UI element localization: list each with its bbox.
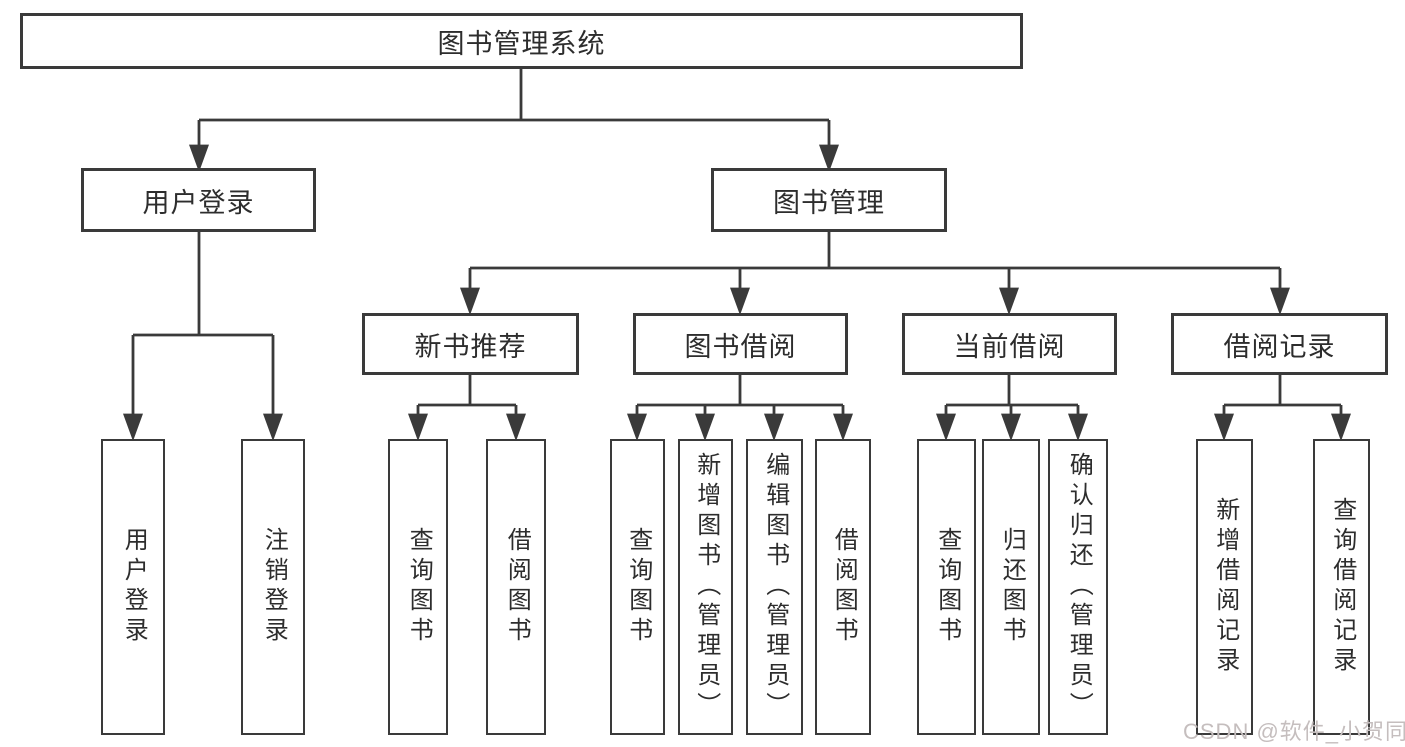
csdn-watermark: CSDN @软件_小贺同学 xyxy=(1183,719,1405,744)
leaf-label: 借阅图书 xyxy=(830,527,858,647)
node-system-root: 图书管理系统 xyxy=(20,13,1023,69)
node-current-borrow: 当前借阅 xyxy=(902,313,1117,375)
connector-user-login-to-leaves xyxy=(123,232,283,442)
connector-line xyxy=(416,375,518,435)
arrowhead-icon xyxy=(263,413,283,442)
leaf-logout: 注销登录 xyxy=(241,439,305,735)
leaf-label: 编辑图书（管理员） xyxy=(761,452,789,722)
leaf-label: 查询图书 xyxy=(933,527,961,647)
connector-borrow-record-to-leaves xyxy=(1214,375,1351,442)
node-new-book-recommend: 新书推荐 xyxy=(362,313,579,375)
leaf-label: 用户登录 xyxy=(120,527,148,647)
leaf-label: 新增图书（管理员） xyxy=(692,452,720,722)
leaf-label: 新增借阅记录 xyxy=(1211,497,1239,677)
node-label: 图书管理系统 xyxy=(437,28,606,59)
connector-new-book-to-leaves xyxy=(408,375,526,442)
leaf-confirm-return-admin: 确认归还（管理员） xyxy=(1048,439,1108,735)
connector-line xyxy=(944,375,1080,435)
leaf-label: 借阅图书 xyxy=(503,527,531,647)
arrowhead-icon xyxy=(189,144,209,173)
node-label: 用户登录 xyxy=(142,187,255,218)
leaf-borrow-book: 借阅图书 xyxy=(815,439,871,735)
node-label: 图书借阅 xyxy=(684,331,797,362)
arrowhead-icon xyxy=(1331,413,1351,442)
connector-root-to-level2 xyxy=(189,69,839,173)
connector-line xyxy=(1222,375,1343,435)
leaf-label: 确认归还（管理员） xyxy=(1065,452,1093,722)
node-borrow-record: 借阅记录 xyxy=(1171,313,1388,375)
node-label: 当前借阅 xyxy=(953,331,1066,362)
leaf-label: 查询借阅记录 xyxy=(1328,497,1356,677)
node-book-management: 图书管理 xyxy=(711,168,947,232)
connector-line xyxy=(468,232,1282,309)
connector-book-management-to-level3 xyxy=(460,232,1290,316)
arrowhead-icon xyxy=(1068,413,1088,442)
leaf-query-book-current: 查询图书 xyxy=(917,439,976,735)
arrowhead-icon xyxy=(1270,287,1290,316)
arrowhead-icon xyxy=(1001,413,1021,442)
leaf-label: 归还图书 xyxy=(998,527,1026,647)
leaf-label: 查询图书 xyxy=(624,527,652,647)
leaf-query-borrow-record: 查询借阅记录 xyxy=(1313,439,1370,735)
node-user-login: 用户登录 xyxy=(81,168,316,232)
connector-book-borrow-to-leaves xyxy=(627,375,853,442)
connector-current-borrow-to-leaves xyxy=(936,375,1088,442)
arrowhead-icon xyxy=(627,413,647,442)
leaf-label: 注销登录 xyxy=(260,527,288,647)
leaf-borrow-book-recommend: 借阅图书 xyxy=(486,439,546,735)
connector-line xyxy=(131,232,275,435)
arrowhead-icon xyxy=(730,287,750,316)
arrowhead-icon xyxy=(833,413,853,442)
leaf-add-book-admin: 新增图书（管理员） xyxy=(678,439,733,735)
arrowhead-icon xyxy=(819,144,839,173)
leaf-label: 查询图书 xyxy=(405,527,433,647)
connector-line xyxy=(197,69,831,166)
leaf-edit-book-admin: 编辑图书（管理员） xyxy=(746,439,803,735)
arrowhead-icon xyxy=(936,413,956,442)
node-label: 借阅记录 xyxy=(1223,331,1336,362)
leaf-query-book-recommend: 查询图书 xyxy=(388,439,448,735)
node-label: 新书推荐 xyxy=(414,331,527,362)
node-label: 图书管理 xyxy=(773,187,885,218)
leaf-query-book-borrow: 查询图书 xyxy=(610,439,665,735)
node-book-borrow: 图书借阅 xyxy=(633,313,848,375)
leaf-add-borrow-record: 新增借阅记录 xyxy=(1196,439,1253,735)
arrowhead-icon xyxy=(1214,413,1234,442)
arrowhead-icon xyxy=(999,287,1019,316)
leaf-return-book: 归还图书 xyxy=(982,439,1040,735)
arrowhead-icon xyxy=(123,413,143,442)
arrowhead-icon xyxy=(506,413,526,442)
arrowhead-icon xyxy=(764,413,784,442)
arrowhead-icon xyxy=(695,413,715,442)
arrowhead-icon xyxy=(408,413,428,442)
leaf-user-login: 用户登录 xyxy=(101,439,165,735)
connector-line xyxy=(635,375,845,435)
arrowhead-icon xyxy=(460,287,480,316)
